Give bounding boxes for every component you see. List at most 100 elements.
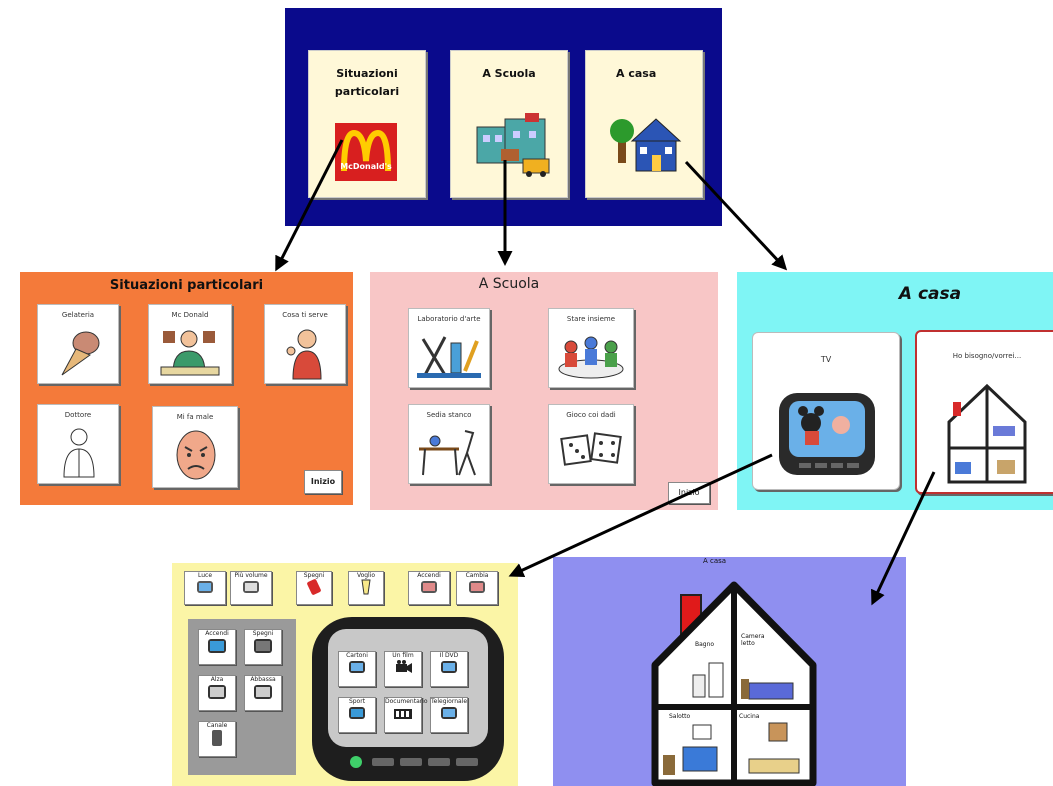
house-icon bbox=[610, 118, 682, 172]
item-label: Laboratorio d'arte bbox=[417, 315, 481, 323]
item-label: Cosa ti serve bbox=[282, 311, 328, 319]
situazioni-item-dottore[interactable]: Dottore bbox=[37, 404, 119, 484]
tv-channel-documentario[interactable]: Documentario bbox=[384, 697, 428, 733]
button-label: Spegni bbox=[303, 572, 325, 579]
tv-top-button-piu-volume[interactable]: Più volume bbox=[230, 571, 272, 605]
logo-text: McDonald's bbox=[340, 162, 392, 171]
item-label: TV bbox=[820, 355, 832, 364]
tv-knob[interactable] bbox=[400, 758, 422, 766]
drink-can-icon bbox=[307, 579, 321, 595]
scuola-item-sedia[interactable]: Sedia stanco bbox=[408, 404, 490, 484]
situazioni-item-mi-fa-male[interactable]: Mi fa male bbox=[152, 406, 238, 488]
tv-power-knob[interactable] bbox=[350, 756, 362, 768]
button-label: Canale bbox=[206, 722, 228, 729]
inizio-button[interactable]: Inizio bbox=[668, 482, 710, 504]
tv-side-button-spegni[interactable]: Spegni bbox=[244, 629, 282, 665]
panel-title: A Scuola bbox=[478, 276, 540, 292]
tv-knob[interactable] bbox=[456, 758, 478, 766]
situazioni-item-cosa-ti-serve[interactable]: Cosa ti serve bbox=[264, 304, 346, 384]
room-label-cucina[interactable]: Cucina bbox=[739, 713, 760, 720]
button-label: Telegiornale bbox=[431, 698, 468, 705]
glass-icon bbox=[361, 579, 371, 595]
tv-top-button-spegni[interactable]: Spegni bbox=[296, 571, 332, 605]
tv-top-button-accendi[interactable]: Accendi bbox=[408, 571, 450, 605]
desk-icon bbox=[419, 430, 476, 476]
school-icon bbox=[476, 113, 550, 177]
dice-icon bbox=[560, 432, 622, 466]
mcdonalds-logo: McDonald's bbox=[335, 123, 397, 181]
tv-small-icon bbox=[243, 581, 259, 593]
casa-panel: A casa TV Ho bisogno/vorrei... bbox=[737, 272, 1053, 510]
tv-top-button-cambia[interactable]: Cambia bbox=[456, 571, 498, 605]
scuola-item-stare-insieme[interactable]: Stare insieme bbox=[548, 308, 634, 388]
card-label: A casa bbox=[616, 67, 657, 80]
item-label: Ho bisogno/vorrei... bbox=[952, 352, 1022, 360]
ice-cream-icon bbox=[61, 331, 100, 376]
house-screen-panel: A casa Bagno Camera letto Salotto Cucina bbox=[553, 557, 906, 786]
item-label: Stare insieme bbox=[566, 315, 616, 323]
item-label: Gelateria bbox=[61, 311, 95, 319]
button-label: Abbassa bbox=[250, 676, 276, 683]
situazioni-item-gelateria[interactable]: Gelateria bbox=[37, 304, 119, 384]
tv-control-panel: Accendi Spegni Alza Abbassa Canale bbox=[188, 619, 296, 775]
tv-channel-dvd[interactable]: Il DVD bbox=[430, 651, 468, 687]
art-tools-icon bbox=[417, 336, 481, 378]
panel-title: A casa bbox=[898, 284, 962, 304]
cashier-icon bbox=[160, 330, 220, 376]
film-strip-icon bbox=[394, 709, 412, 719]
button-label: Un film bbox=[392, 652, 414, 659]
tv-channel-film[interactable]: Un film bbox=[384, 651, 422, 687]
button-label: Alza bbox=[210, 676, 224, 683]
room-label-salotto[interactable]: Salotto bbox=[669, 713, 691, 720]
room-label-bagno[interactable]: Bagno bbox=[695, 641, 715, 648]
casa-item-ho-bisogno[interactable]: Ho bisogno/vorrei... bbox=[915, 330, 1053, 494]
button-label: Spegni bbox=[252, 630, 274, 637]
tv-side-button-alza[interactable]: Alza bbox=[198, 675, 236, 711]
casa-item-tv[interactable]: TV bbox=[752, 332, 900, 490]
panel-title: A casa bbox=[702, 557, 727, 565]
tv-top-button-luce[interactable]: Luce bbox=[184, 571, 226, 605]
card-scuola[interactable]: A Scuola bbox=[450, 50, 568, 198]
situazioni-item-mcdonald[interactable]: Mc Donald bbox=[148, 304, 232, 384]
tv-small-icon bbox=[254, 639, 272, 653]
item-label: Mc Donald bbox=[171, 311, 209, 319]
button-label: Documentario bbox=[385, 698, 428, 705]
card-label: Situazioni particolari bbox=[334, 67, 400, 98]
person-icon bbox=[286, 329, 322, 380]
tv-small-icon bbox=[349, 707, 365, 719]
button-label: Luce bbox=[197, 572, 213, 579]
button-label: Sport bbox=[348, 698, 366, 705]
tv-side-button-canale[interactable]: Canale bbox=[198, 721, 236, 757]
tv-small-icon bbox=[208, 639, 226, 653]
button-label: Accendi bbox=[417, 572, 441, 579]
inizio-button[interactable]: Inizio bbox=[304, 470, 342, 494]
remote-icon bbox=[212, 730, 222, 746]
tv-small-icon bbox=[441, 707, 457, 719]
scuola-item-laboratorio[interactable]: Laboratorio d'arte bbox=[408, 308, 490, 388]
button-label: Più volume bbox=[234, 572, 268, 579]
card-situazioni[interactable]: Situazioni particolari McDonald's bbox=[308, 50, 426, 198]
button-label: Voglio bbox=[356, 572, 376, 579]
tv-side-button-abbassa[interactable]: Abbassa bbox=[244, 675, 282, 711]
card-casa[interactable]: A casa bbox=[585, 50, 703, 198]
tv-channel-telegiornale[interactable]: Telegiornale bbox=[430, 697, 468, 733]
tv-channel-cartoni[interactable]: Cartoni bbox=[338, 651, 376, 687]
pain-face-icon bbox=[176, 430, 216, 480]
tv-channel-sport[interactable]: Sport bbox=[338, 697, 376, 733]
room-label-camera[interactable]: Camera letto bbox=[741, 633, 765, 647]
tv-knob[interactable] bbox=[428, 758, 450, 766]
tv-top-button-voglio[interactable]: Voglio bbox=[348, 571, 384, 605]
tv-small-icon bbox=[208, 685, 226, 699]
item-label: Sedia stanco bbox=[426, 411, 472, 419]
tv-icon bbox=[779, 393, 875, 475]
group-icon bbox=[558, 336, 624, 379]
tv-small-icon bbox=[441, 661, 457, 673]
tv-small-icon bbox=[469, 581, 485, 593]
tv-knob[interactable] bbox=[372, 758, 394, 766]
item-label: Gioco coi dadi bbox=[566, 411, 616, 419]
tv-side-button-accendi[interactable]: Accendi bbox=[198, 629, 236, 665]
button-label: Accendi bbox=[205, 630, 229, 637]
tv-small-icon bbox=[197, 581, 213, 593]
scuola-item-dadi[interactable]: Gioco coi dadi bbox=[548, 404, 634, 484]
item-label: Mi fa male bbox=[176, 413, 214, 421]
